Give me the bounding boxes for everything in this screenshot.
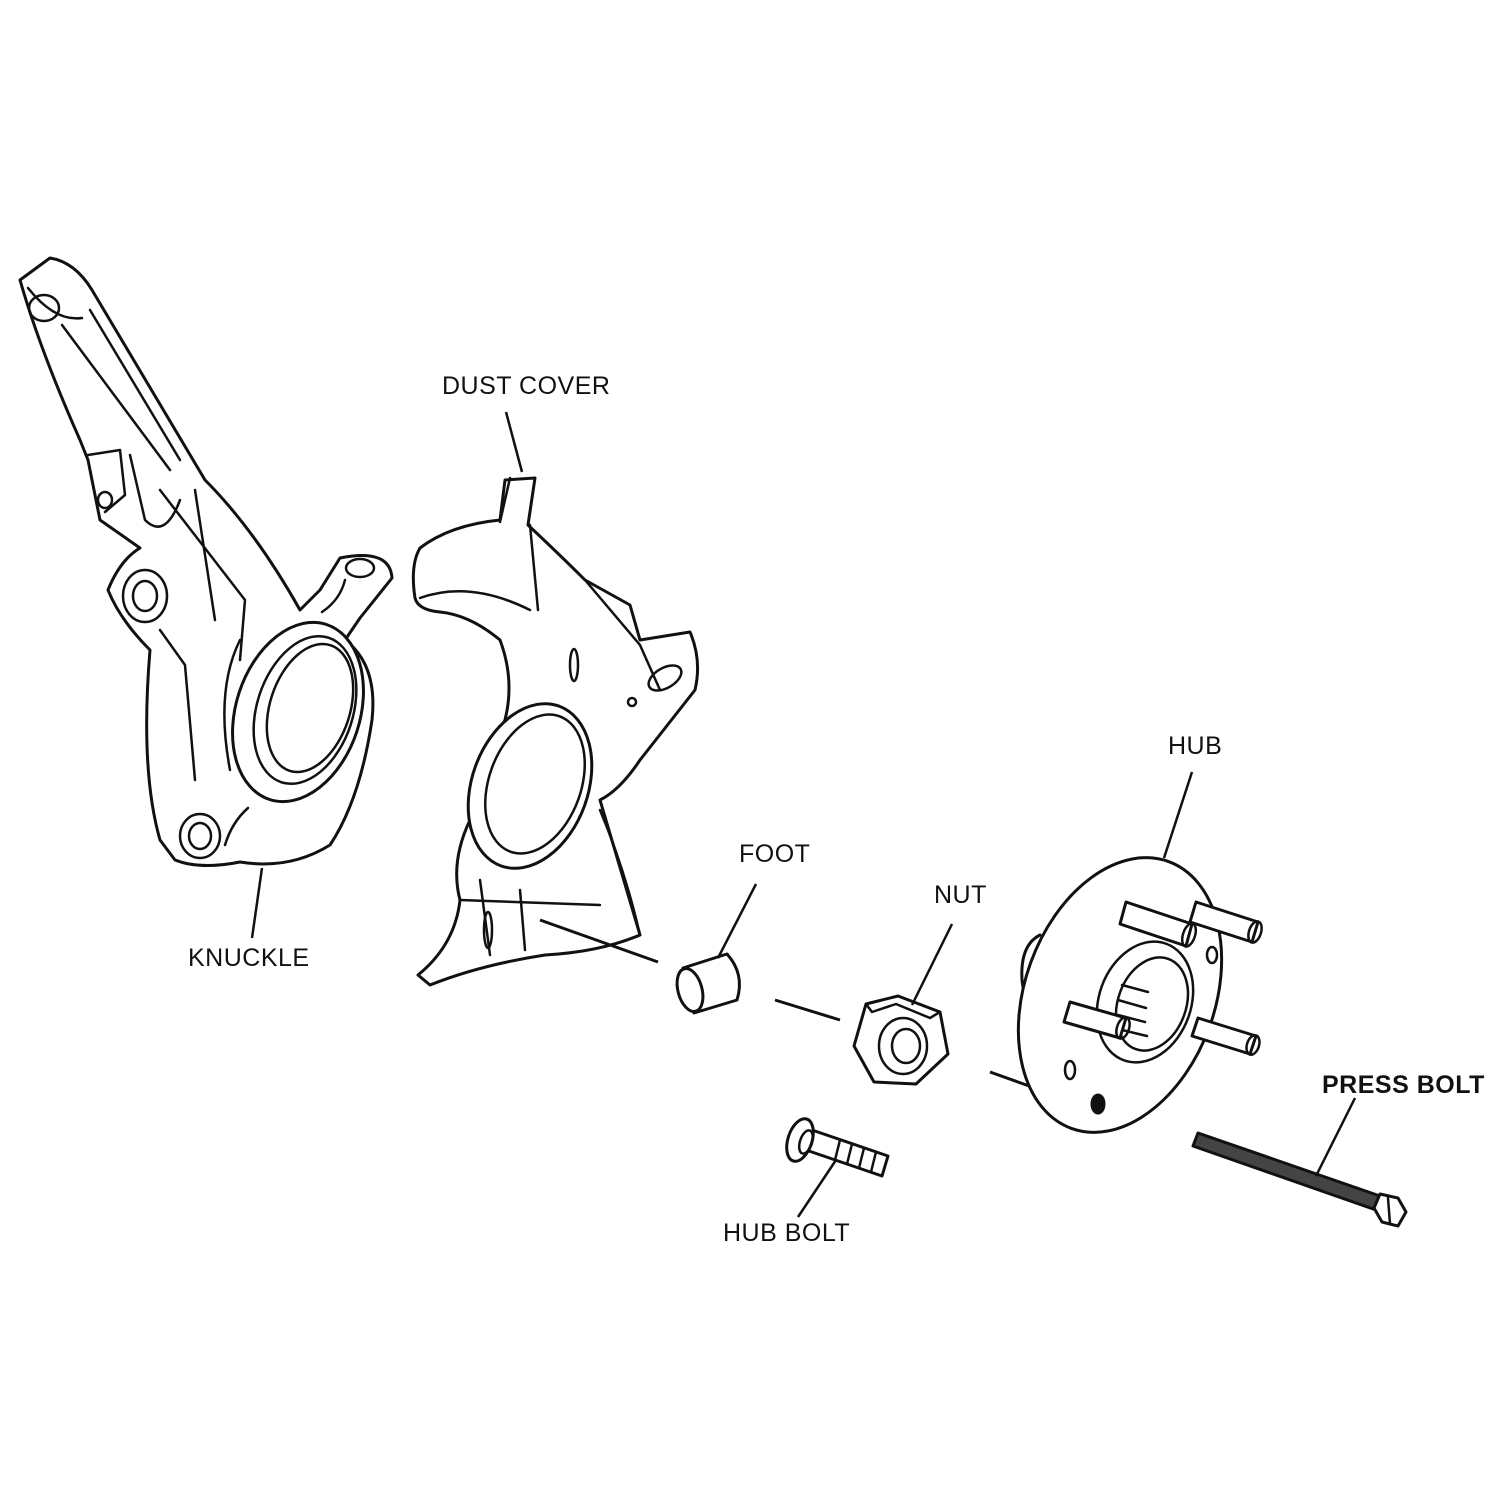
knuckle-part [18, 256, 394, 868]
leader-lines [250, 411, 1357, 1218]
hub-stud-top-left [1118, 900, 1198, 948]
hub-stud-bottom-right [1190, 1016, 1261, 1056]
dust-cover-part [411, 476, 700, 987]
hub-part [1016, 856, 1263, 1134]
hub-stud-top-right [1188, 900, 1263, 944]
nut-label: NUT [934, 881, 987, 909]
hub-bolt-part [785, 1117, 890, 1178]
hub-bolt-label: HUB BOLT [723, 1219, 851, 1247]
hub-label: HUB [1168, 732, 1223, 760]
press-bolt-label: PRESS BOLT [1322, 1071, 1485, 1099]
press-bolt-leader [1314, 1097, 1357, 1177]
dust-cover-label: DUST COVER [442, 372, 611, 400]
knuckle-label: KNUCKLE [188, 944, 310, 972]
dust-cover-leader [504, 411, 524, 473]
hub-stud-bottom-left [1062, 1000, 1131, 1040]
foot-label: FOOT [739, 840, 811, 868]
knuckle-leader [250, 867, 264, 939]
press-bolt-part [1191, 1131, 1408, 1228]
assembly-axis [539, 918, 1033, 1089]
hub-bolt-leader [796, 1159, 838, 1218]
foot-part [675, 952, 741, 1015]
nut-leader [910, 923, 954, 1006]
foot-leader [716, 883, 758, 959]
hub-leader [1162, 771, 1194, 859]
nut-part [852, 994, 950, 1086]
